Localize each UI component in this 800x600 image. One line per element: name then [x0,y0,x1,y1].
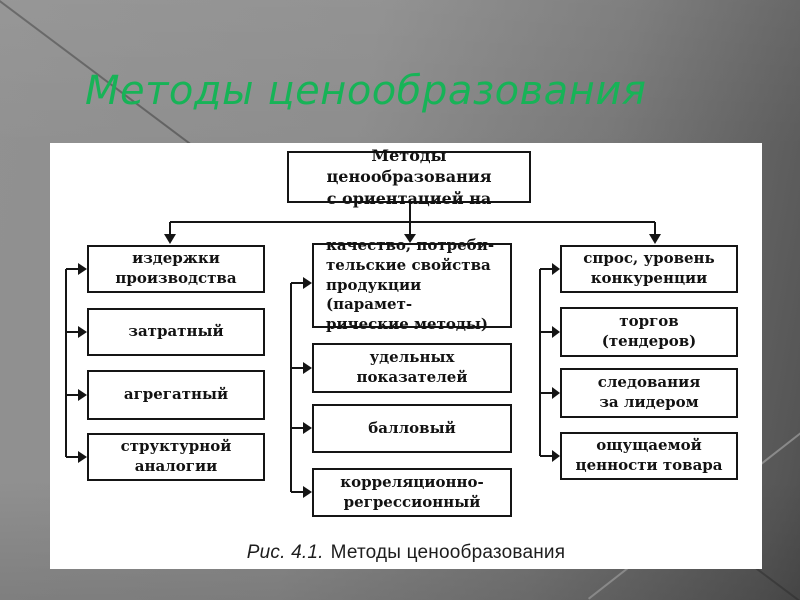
box-col2-item-2: балловый [312,404,512,453]
figure-caption-number: Рис. 4.1. [246,542,324,563]
box-col1-item-2: агрегатный [87,370,265,420]
box-col2-item-1: удельных показателей [312,343,512,393]
box-col3-item-2: следования за лидером [560,368,738,418]
box-col3-header: спрос, уровень конкуренции [560,245,738,293]
box-col1-header: издержки производства [87,245,265,293]
box-col1-item-3: структурной аналогии [87,433,265,481]
box-col3-item-1: торгов (тендеров) [560,307,738,357]
box-root: Методы ценообразования с ориентацией на [287,146,531,208]
connector-lines [65,203,661,498]
box-col3-item-3: ощущаемой ценности товара [560,432,738,480]
slide-title: Методы ценообразования [85,68,647,114]
box-col2-item-3: корреляционно- регрессионный [312,468,512,517]
box-col2-header: качество, потреби- тельские свойства про… [312,236,512,333]
figure-caption-text: Методы ценообразования [330,542,566,563]
figure-caption: Рис. 4.1. Методы ценообразования [50,542,762,564]
box-col1-item-1: затратный [87,308,265,356]
diagram-panel: Методы ценообразования с ориентацией на … [50,143,762,569]
